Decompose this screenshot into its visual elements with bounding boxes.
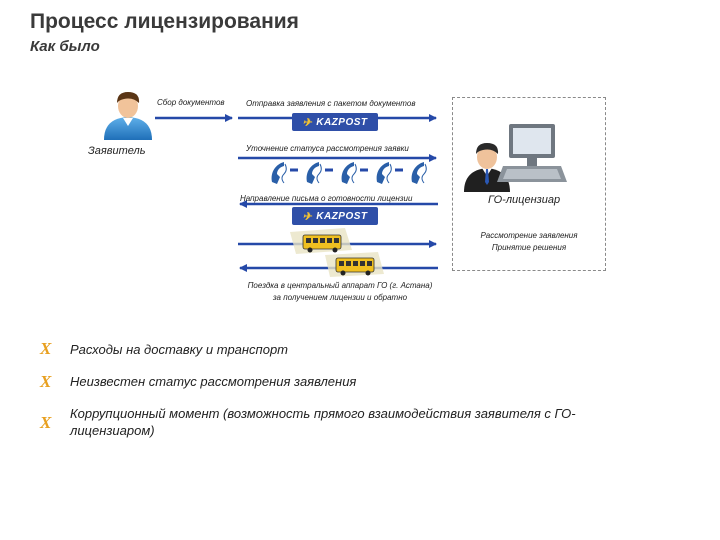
phone-icon — [376, 162, 392, 184]
bus-icon — [290, 228, 352, 254]
licensor-icon — [464, 143, 510, 192]
kazpost-logo-2: ✈KAZPOST — [292, 207, 378, 225]
x-mark-icon: X — [40, 372, 52, 391]
phone-icon — [306, 162, 322, 184]
label-review: Рассмотрение заявления Принятие решения — [480, 231, 578, 252]
point-unknown-status: Неизвестен статус рассмотрения заявления — [70, 374, 357, 389]
label-status-clarify: Уточнение статуса рассмотрения заявки — [246, 144, 409, 153]
page-subtitle: Как было — [30, 38, 100, 55]
label-applicant: Заявитель — [88, 145, 146, 157]
label-collect-docs: Сбор документов — [157, 98, 225, 107]
label-send-application: Отправка заявления с пакетом документов — [246, 99, 416, 108]
label-readiness-letter: Направление письма о готовности лицензии — [240, 194, 413, 203]
x-mark-icon: X — [40, 413, 52, 432]
phone-icon — [341, 162, 357, 184]
page-title: Процесс лицензирования — [30, 10, 299, 33]
kazpost-wing-icon: ✈ — [302, 116, 313, 129]
kazpost-wing-icon: ✈ — [302, 210, 313, 223]
phone-icon — [271, 162, 287, 184]
kazpost-logo: ✈KAZPOST — [292, 113, 378, 131]
computer-icon — [497, 124, 567, 182]
licensor-zone — [452, 97, 606, 271]
applicant-icon — [104, 92, 152, 140]
phone-chain — [271, 162, 427, 184]
label-licensor: ГО-лицензиар — [488, 194, 561, 206]
phone-icon — [411, 162, 427, 184]
point-corruption: Коррупционный момент (возможность прямог… — [70, 406, 576, 438]
x-mark-icon: X — [40, 339, 52, 358]
point-delivery-costs: Расходы на доставку и транспорт — [70, 342, 289, 357]
label-trip: Поездка в центральный аппарат ГО (г. Аст… — [247, 281, 433, 302]
bus-icon-return — [325, 252, 384, 277]
